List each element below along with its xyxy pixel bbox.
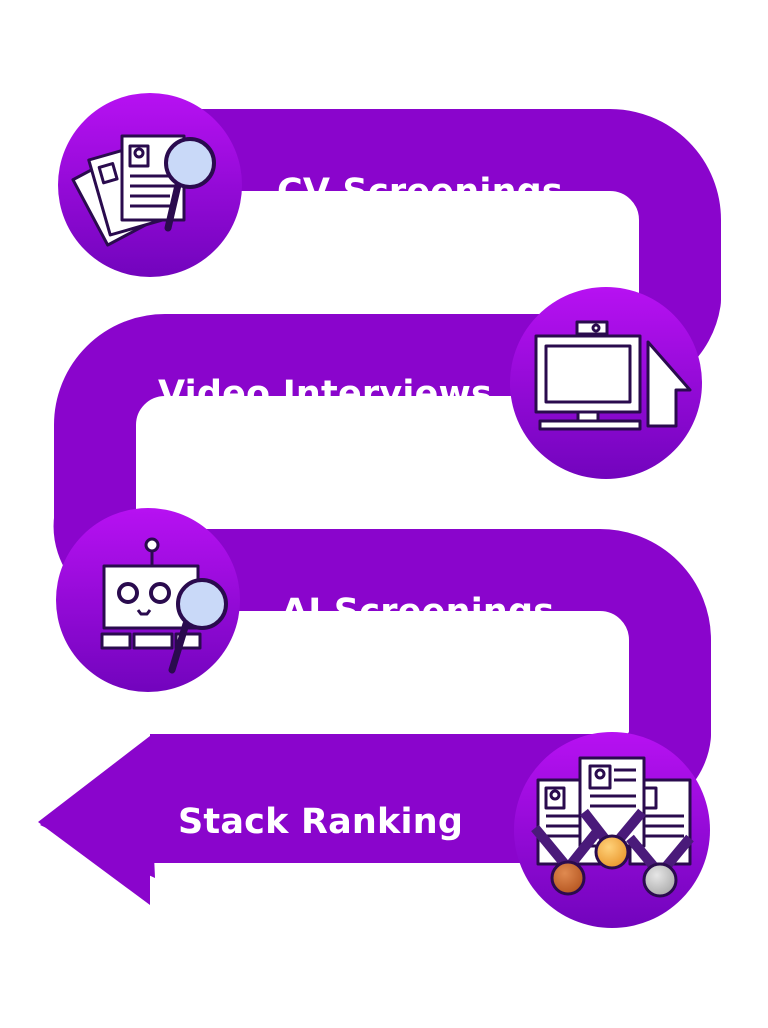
resume-medals-icon xyxy=(531,756,694,898)
step-label-cv-screenings: CV Screenings xyxy=(277,172,563,212)
step-label-video-interviews: Video Interviews xyxy=(158,374,493,414)
step-circle-video-interviews xyxy=(510,287,702,479)
video-monitor-icon xyxy=(534,320,692,431)
bronze-medal-icon xyxy=(550,860,586,896)
serpentine-path xyxy=(38,109,721,905)
robot-search-icon xyxy=(100,537,228,674)
step-label-ai-screenings: AI Screenings xyxy=(281,592,555,632)
step-circle-ai-screenings xyxy=(56,508,240,692)
silver-medal-icon xyxy=(642,862,678,898)
step-circle-stack-ranking xyxy=(514,732,710,928)
gold-medal-icon xyxy=(594,834,630,870)
resume-search-icon xyxy=(71,134,216,247)
arrow-head xyxy=(38,736,150,905)
step-label-stack-ranking: Stack Ranking xyxy=(178,802,464,842)
step-circle-cv-screenings xyxy=(58,93,242,277)
